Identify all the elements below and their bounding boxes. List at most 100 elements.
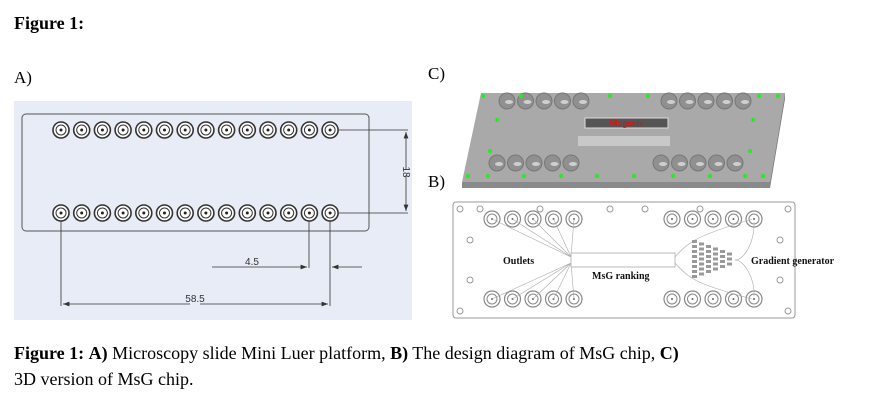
gradient-cell: [720, 260, 725, 263]
panel-b-design: Outlets MsG ranking Gradient generator: [452, 201, 835, 319]
gradient-cell: [692, 260, 697, 263]
luer-port: [259, 204, 277, 222]
alignment-dot: [465, 173, 471, 179]
gradient-cell: [699, 242, 704, 246]
gradient-cell: [692, 245, 697, 248]
caption-b-text: The design diagram of MsG chip,: [408, 343, 660, 363]
luer-port: [217, 121, 236, 139]
gradient-cell: [699, 262, 704, 266]
luer-port: [72, 121, 91, 139]
luer-port: [197, 204, 215, 222]
caption-a-label: A): [88, 343, 108, 363]
gradient-cell: [692, 240, 697, 243]
gradient-cell: [692, 265, 697, 268]
gradient-generator-label: Gradient generator: [751, 256, 835, 267]
luer-port: [155, 121, 174, 139]
panel-c-3d-chip: Magnets: [462, 92, 785, 188]
alignment-dot: [756, 93, 762, 99]
panel-a-drawing: 18 4.5 58.5: [14, 101, 412, 320]
figure-title: Figure 1:: [14, 13, 85, 33]
alignment-dot: [760, 173, 766, 179]
caption-a-text: Microscopy slide Mini Luer platform,: [107, 343, 391, 363]
alignment-dot: [631, 173, 637, 179]
alignment-dot: [742, 173, 748, 179]
alignment-dot: [558, 173, 564, 179]
alignment-dot: [645, 93, 651, 99]
msg-ranking-label: MsG ranking: [592, 271, 650, 282]
luer-port: [238, 121, 257, 139]
luer-port: [321, 121, 339, 139]
alignment-dot: [747, 148, 753, 154]
alignment-dot: [670, 173, 676, 179]
gradient-cell: [706, 245, 711, 248]
luer-port: [217, 204, 236, 222]
figure-caption: Figure 1: A) Microscopy slide Mini Luer …: [14, 340, 679, 392]
gradient-cell: [692, 270, 697, 273]
caption-b-label: B): [390, 343, 409, 363]
gradient-cell: [720, 250, 725, 253]
dim-4-5: 4.5: [245, 257, 259, 268]
dim-18: 18: [400, 166, 411, 178]
gradient-cell: [699, 257, 704, 261]
luer-port: [114, 204, 132, 222]
luer-port: [300, 121, 319, 139]
luer-port: [155, 204, 174, 222]
panel-c-label: C): [428, 64, 445, 83]
gradient-cell: [720, 265, 725, 268]
magnets-label: Magnets: [610, 118, 643, 128]
alignment-dot: [518, 93, 524, 99]
gradient-cell: [713, 252, 718, 256]
luer-port: [176, 204, 194, 222]
gradient-cell: [706, 270, 711, 273]
gradient-cell: [706, 260, 711, 263]
luer-port: [197, 121, 215, 139]
gradient-cell: [713, 247, 718, 251]
caption-c-label: C): [659, 343, 679, 363]
alignment-dot: [494, 117, 500, 123]
panel-b-label: B): [428, 172, 445, 191]
gradient-cell: [713, 262, 718, 266]
alignment-dot: [775, 93, 781, 99]
luer-port: [52, 121, 70, 139]
luer-ports: [52, 121, 339, 222]
luer-port: [52, 204, 70, 222]
luer-port: [135, 204, 153, 222]
gradient-cell: [692, 275, 697, 278]
luer-port: [176, 121, 194, 139]
luer-port: [279, 204, 298, 222]
luer-port: [93, 121, 112, 139]
luer-port: [279, 121, 298, 139]
gradient-cell: [699, 247, 704, 251]
alignment-dot: [487, 148, 493, 154]
outlets-label: Outlets: [503, 256, 534, 267]
luer-port: [238, 204, 257, 222]
alignment-dot: [480, 93, 486, 99]
gradient-cell: [706, 265, 711, 268]
luer-port: [114, 121, 132, 139]
luer-port: [135, 121, 153, 139]
luer-port: [321, 204, 339, 222]
gradient-cell: [727, 252, 732, 256]
luer-port: [300, 204, 319, 222]
caption-c-text: 3D version of MsG chip.: [14, 369, 194, 389]
alignment-dot: [607, 93, 613, 99]
gradient-cell: [692, 250, 697, 253]
alignment-dot: [707, 173, 713, 179]
gradient-cell: [692, 255, 697, 258]
dim-58-5: 58.5: [185, 294, 205, 305]
gradient-cell: [699, 252, 704, 256]
luer-port: [259, 121, 277, 139]
gradient-cell: [699, 272, 704, 276]
luer-port: [93, 204, 112, 222]
slide-outline: [21, 113, 370, 232]
gradient-cell: [720, 255, 725, 258]
alignment-dot: [750, 117, 756, 123]
dimension-lines: [60, 129, 409, 307]
alignment-dot: [594, 173, 600, 179]
alignment-dot: [521, 173, 527, 179]
panel-a-label: A): [14, 68, 32, 87]
gradient-cell: [727, 262, 732, 266]
gradient-cell: [699, 267, 704, 271]
